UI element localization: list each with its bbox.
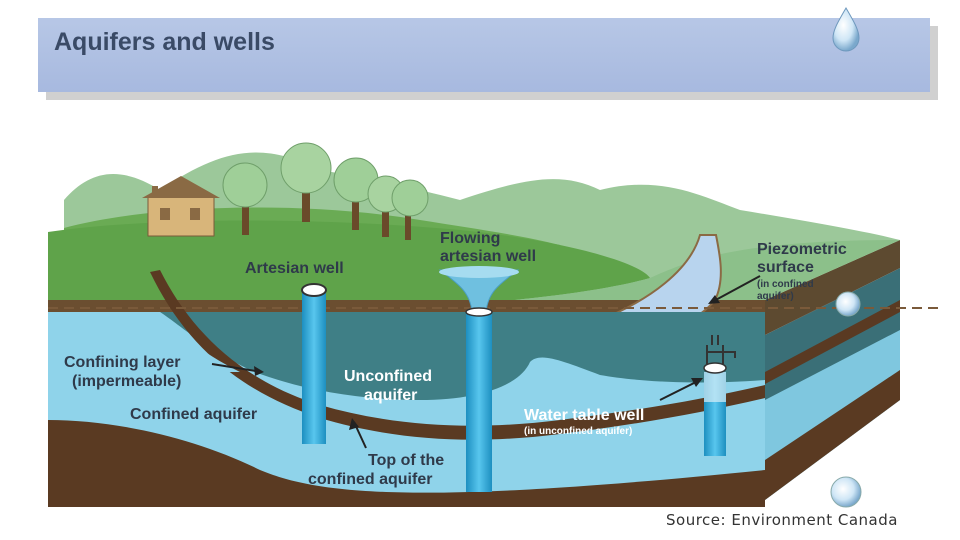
label-artesian-well: Artesian well	[245, 260, 344, 277]
label-confined-aquifer: Confined aquifer	[130, 406, 257, 423]
flowing-artesian-well	[438, 266, 520, 492]
arrow-confining-layer	[211, 363, 264, 376]
tree-icon	[222, 162, 268, 235]
label-piezometric-1: Piezometric	[757, 241, 847, 258]
label-water-table-well: Water table well	[524, 407, 644, 424]
artesian-well	[301, 283, 327, 444]
page-title: Aquifers and wells	[54, 28, 275, 56]
label-top-confined-1: Top of the	[368, 452, 444, 469]
bubble-icon	[835, 291, 861, 317]
block-side-face	[765, 240, 900, 500]
arrow-piezometric	[708, 275, 761, 304]
water-table-well	[703, 335, 736, 456]
bubble-icon	[830, 476, 862, 508]
arrow-top-confined	[349, 418, 367, 449]
label-water-table-note: (in unconfined aquifer)	[524, 426, 632, 437]
tree-icon	[391, 179, 429, 240]
label-piezometric-2: surface	[757, 259, 814, 276]
water-drop-icon	[832, 6, 860, 52]
label-piezometric-note-1: (in confined	[757, 279, 814, 290]
title-bar: Aquifers and wells	[38, 18, 930, 92]
tree-icon	[280, 142, 332, 222]
arrow-water-table-well	[659, 378, 703, 401]
label-flowing-artesian-well-2: artesian well	[440, 248, 536, 265]
house-icon	[142, 176, 220, 237]
label-unconfined-1: Unconfined	[344, 368, 432, 385]
label-confining-layer-1: Confining layer	[64, 354, 180, 371]
label-top-confined-2: confined aquifer	[308, 471, 432, 488]
label-confining-layer-2: (impermeable)	[72, 373, 181, 390]
block-front-face	[48, 270, 765, 507]
label-unconfined-2: aquifer	[364, 387, 417, 404]
source-credit: Source: Environment Canada	[666, 511, 898, 529]
label-flowing-artesian-well-1: Flowing	[440, 230, 500, 247]
label-piezometric-note-2: aquifer)	[757, 291, 794, 302]
